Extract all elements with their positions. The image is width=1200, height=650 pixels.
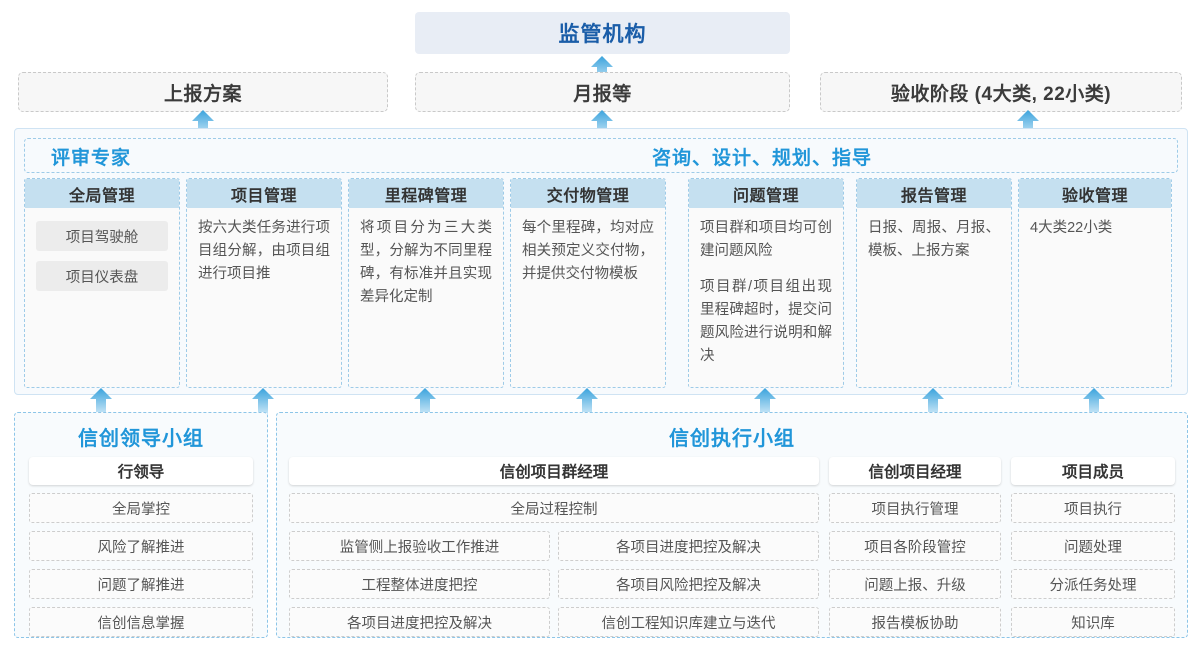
program-manager-item[interactable]: 工程整体进度把控: [289, 569, 550, 599]
role-header-project-member[interactable]: 项目成员: [1011, 457, 1175, 485]
capability-column: 交付物管理每个里程碑，均对应相关预定义交付物，并提供交付物模板: [510, 178, 666, 388]
arrow-up-to-channel-2: [1017, 110, 1039, 136]
panel-exec-group: 信创执行小组 信创项目群经理 全局过程控制 监管侧上报验收工作推进各项目进度把控…: [276, 412, 1188, 638]
project-member-item[interactable]: 项目执行: [1011, 493, 1175, 523]
leading-group-item[interactable]: 问题了解推进: [29, 569, 253, 599]
arrow-up-to-capability-1: [252, 388, 274, 414]
panel-leading-group: 信创领导小组 行领导 全局掌控风险了解推进问题了解推进信创信息掌握: [14, 412, 268, 638]
capability-column-body: 项目驾驶舱项目仪表盘: [25, 208, 179, 291]
arrow-up-to-capability-5: [922, 388, 944, 414]
capability-column: 问题管理项目群和项目均可创建问题风险项目群/项目组出现里程碑超时，提交问题风险进…: [688, 178, 844, 388]
project-member-item[interactable]: 问题处理: [1011, 531, 1175, 561]
capability-column-title: 交付物管理: [511, 179, 665, 208]
header-label-review-experts: 评审专家: [51, 148, 132, 169]
arrow-up-to-channel-1: [591, 110, 613, 136]
program-manager-item[interactable]: 监管侧上报验收工作推进: [289, 531, 550, 561]
capability-pill[interactable]: 项目仪表盘: [36, 261, 168, 291]
header-label-consulting: 咨询、设计、规划、指导: [652, 148, 873, 169]
program-manager-row: 各项目进度把控及解决信创工程知识库建立与迭代: [289, 607, 819, 637]
capability-description: 日报、周报、月报、模板、上报方案: [868, 220, 1000, 259]
arrow-up-to-capability-4: [754, 388, 776, 414]
capability-column-title: 验收管理: [1019, 179, 1171, 208]
capability-column-body: 项目群和项目均可创建问题风险项目群/项目组出现里程碑超时，提交问题风险进行说明和…: [689, 208, 843, 368]
capability-column: 项目管理按六大类任务进行项目组分解，由项目组进行项目推: [186, 178, 342, 388]
program-manager-row: 监管侧上报验收工作推进各项目进度把控及解决: [289, 531, 819, 561]
program-manager-item[interactable]: 各项目进度把控及解决: [558, 531, 819, 561]
arrow-up-to-channel-0: [192, 110, 214, 136]
capability-column-title: 全局管理: [25, 179, 179, 208]
capability-column-title: 项目管理: [187, 179, 341, 208]
program-manager-item[interactable]: 各项目风险把控及解决: [558, 569, 819, 599]
leading-group-items: 全局掌控风险了解推进问题了解推进信创信息掌握: [29, 493, 253, 637]
capability-column: 报告管理日报、周报、月报、模板、上报方案: [856, 178, 1012, 388]
channel-box-2: 验收阶段 (4大类, 22小类): [820, 72, 1182, 112]
capability-column-body: 按六大类任务进行项目组分解，由项目组进行项目推: [187, 208, 341, 286]
exec-column-program-manager: 信创项目群经理 全局过程控制 监管侧上报验收工作推进各项目进度把控及解决工程整体…: [289, 457, 819, 637]
capability-band-header: 评审专家 咨询、设计、规划、指导: [24, 138, 1178, 173]
program-manager-item[interactable]: 各项目进度把控及解决: [289, 607, 550, 637]
capability-column-body: 日报、周报、月报、模板、上报方案: [857, 208, 1011, 263]
capability-column-body: 每个里程碑，均对应相关预定义交付物，并提供交付物模板: [511, 208, 665, 286]
leading-group-item[interactable]: 风险了解推进: [29, 531, 253, 561]
capability-column: 里程碑管理将项目分为三大类型，分解为不同里程碑，有标准并且实现差异化定制: [348, 178, 504, 388]
capability-description: 按六大类任务进行项目组分解，由项目组进行项目推: [198, 220, 330, 282]
capability-column-body: 将项目分为三大类型，分解为不同里程碑，有标准并且实现差异化定制: [349, 208, 503, 309]
channel-box-1: 月报等: [415, 72, 790, 112]
leading-group-item[interactable]: 全局掌控: [29, 493, 253, 523]
capability-description: 4大类22小类: [1030, 220, 1113, 236]
exec-project-member-items: 项目执行问题处理分派任务处理知识库: [1011, 493, 1175, 637]
role-header-bank-leader[interactable]: 行领导: [29, 457, 253, 485]
capability-column: 全局管理项目驾驶舱项目仪表盘: [24, 178, 180, 388]
capability-description: 项目群和项目均可创建问题风险: [700, 220, 832, 259]
capability-column-title: 里程碑管理: [349, 179, 503, 208]
program-manager-row: 工程整体进度把控各项目风险把控及解决: [289, 569, 819, 599]
program-manager-item[interactable]: 信创工程知识库建立与迭代: [558, 607, 819, 637]
project-manager-item[interactable]: 报告模板协助: [829, 607, 1001, 637]
project-member-item[interactable]: 分派任务处理: [1011, 569, 1175, 599]
capability-column-title: 报告管理: [857, 179, 1011, 208]
capability-column-body: 4大类22小类: [1019, 208, 1171, 240]
project-manager-item[interactable]: 项目执行管理: [829, 493, 1001, 523]
leading-group-column: 行领导 全局掌控风险了解推进问题了解推进信创信息掌握: [29, 457, 253, 637]
arrow-up-to-capability-6: [1083, 388, 1105, 414]
regulator-box: 监管机构: [415, 12, 790, 54]
leading-group-item[interactable]: 信创信息掌握: [29, 607, 253, 637]
exec-group-title: 信创执行小组: [669, 428, 795, 450]
role-header-program-manager[interactable]: 信创项目群经理: [289, 457, 819, 485]
capability-column-title: 问题管理: [689, 179, 843, 208]
exec-project-manager-items: 项目执行管理项目各阶段管控问题上报、升级报告模板协助: [829, 493, 1001, 637]
arrow-up-to-capability-3: [576, 388, 598, 414]
leading-group-title: 信创领导小组: [78, 428, 204, 450]
capability-pill[interactable]: 项目驾驶舱: [36, 221, 168, 251]
role-header-project-manager[interactable]: 信创项目经理: [829, 457, 1001, 485]
arrow-up-to-capability-0: [90, 388, 112, 414]
channel-box-0: 上报方案: [18, 72, 388, 112]
exec-column-project-member: 项目成员 项目执行问题处理分派任务处理知识库: [1011, 457, 1175, 637]
capability-description: 每个里程碑，均对应相关预定义交付物，并提供交付物模板: [522, 220, 654, 282]
arrow-up-to-capability-2: [414, 388, 436, 414]
project-manager-item[interactable]: 问题上报、升级: [829, 569, 1001, 599]
exec-item-global-process-control[interactable]: 全局过程控制: [289, 493, 819, 523]
capability-column: 验收管理 4大类22小类: [1018, 178, 1172, 388]
capability-description: 项目群/项目组出现里程碑超时，提交问题风险进行说明和解决: [700, 279, 832, 364]
project-member-item[interactable]: 知识库: [1011, 607, 1175, 637]
project-manager-item[interactable]: 项目各阶段管控: [829, 531, 1001, 561]
exec-column-project-manager: 信创项目经理 项目执行管理项目各阶段管控问题上报、升级报告模板协助: [829, 457, 1001, 637]
exec-program-manager-pairs: 监管侧上报验收工作推进各项目进度把控及解决工程整体进度把控各项目风险把控及解决各…: [289, 531, 819, 637]
capability-description: 将项目分为三大类型，分解为不同里程碑，有标准并且实现差异化定制: [360, 220, 492, 305]
org-band: 信创领导小组 行领导 全局掌控风险了解推进问题了解推进信创信息掌握 信创执行小组…: [14, 412, 1188, 638]
arrow-up-to-regulator: [591, 56, 613, 82]
